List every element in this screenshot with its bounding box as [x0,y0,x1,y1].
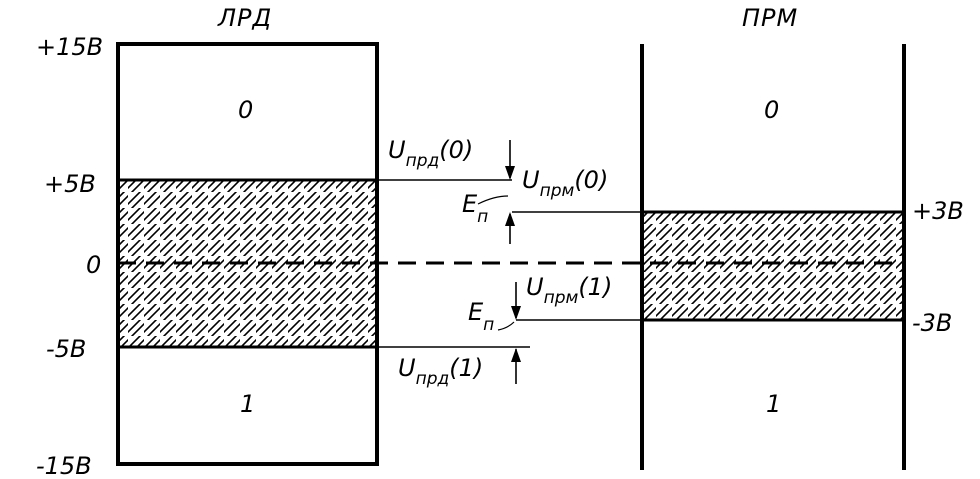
scale-plus3: +3В [912,197,964,225]
scale-minus15: -15В [36,452,92,479]
u-rx-1-label: Uпрм(1) [526,273,612,308]
tx-block-outline [116,42,379,466]
u-tx-0-label: Uпрд(0) [388,136,473,171]
e-n-upper-leader [477,195,509,205]
tx-zone-one-label: 1 [240,390,255,418]
rx-zone-one-label: 1 [766,390,781,418]
u-tx-1-label: Uпрд(1) [398,354,483,389]
scale-plus5: +5В [44,170,96,198]
upper-arrowhead-up [505,212,515,226]
transmitter-header: ЛРД [217,4,272,32]
scale-minus3: -3В [912,309,952,337]
rx-zone-zero-label: 0 [764,96,779,124]
upper-arrowhead-down [505,166,515,180]
u-rx-0-label: Uпрм(0) [522,166,608,201]
lower-arrowhead-down [511,306,521,320]
tx-zone-zero-label: 0 [238,96,253,124]
scale-minus5: -5В [46,335,86,363]
e-n-lower-label: Eп [468,298,494,335]
rx-forbidden-zone [642,212,904,320]
receiver-header: ПРМ [742,4,798,32]
lower-arrowhead-up [511,348,521,362]
e-n-upper-label: Eп [462,190,488,227]
scale-plus15: +15В [36,33,103,61]
scale-zero: 0 [86,251,101,279]
e-n-lower-leader [497,321,515,331]
